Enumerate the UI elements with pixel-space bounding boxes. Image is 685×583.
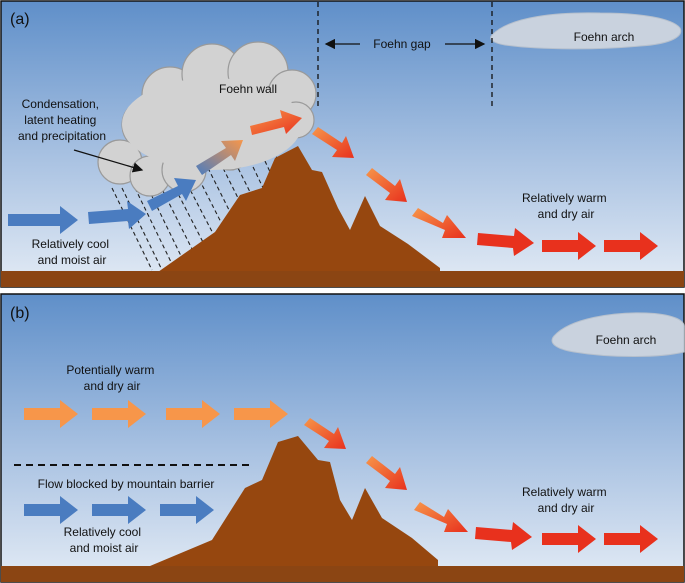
- cool-air-arrow: [8, 206, 78, 234]
- panel-a-tag: (a): [10, 11, 30, 28]
- warming-arrow: [250, 110, 302, 135]
- warm-air-arrow: [542, 232, 596, 260]
- potential-warm-arrow: [92, 400, 146, 428]
- warm-air-arrow: [366, 456, 407, 490]
- foehn-wall-cloud-fill: [122, 78, 302, 170]
- potential-warm-arrow: [234, 400, 288, 428]
- blocked-flow-label: Flow blocked by mountain barrier: [38, 477, 215, 491]
- cool-air-arrow: [147, 178, 196, 211]
- ground-b: [1, 566, 684, 582]
- warm-air-arrow: [475, 522, 532, 550]
- warm-air-arrow: [604, 525, 658, 553]
- warm-air-arrow: [604, 232, 658, 260]
- cool-air-arrow: [88, 201, 146, 229]
- warm-air-arrow: [304, 418, 346, 449]
- foehn-arch-label-a: Foehn arch: [574, 30, 635, 44]
- warm-air-arrow: [412, 208, 466, 238]
- warm-air-label-b: Relatively warm and dry air: [522, 485, 610, 515]
- foehn-wall-label: Foehn wall: [219, 82, 277, 96]
- potential-warm-arrow: [166, 400, 220, 428]
- panel-b: (b) Foehn arch Potentially warm and dry …: [0, 293, 685, 583]
- cool-air-arrow: [92, 496, 146, 524]
- potential-warm-label: Potentially warm and dry air: [66, 363, 157, 393]
- mountain-a: [158, 146, 440, 272]
- foehn-arch-cloud: [490, 12, 682, 50]
- condensation-pointer: [73, 149, 144, 173]
- cool-air-arrow: [24, 496, 78, 524]
- warm-air-arrow: [542, 525, 596, 553]
- cool-air-label-a: Relatively cool and moist air: [32, 237, 113, 267]
- panel-b-tag: (b): [10, 305, 30, 322]
- foehn-arch-label-b: Foehn arch: [596, 333, 657, 347]
- warm-air-label-a: Relatively warm and dry air: [522, 191, 610, 221]
- cool-air-arrow: [160, 496, 214, 524]
- panel-a: (a) Foehn gap Foehn arch Foehn wall Cond…: [0, 0, 685, 288]
- foehn-arch-cloud: [551, 312, 685, 357]
- mountain-b: [150, 436, 438, 566]
- warm-air-arrow: [312, 127, 354, 158]
- warm-air-arrow: [366, 168, 407, 202]
- cool-air-label-b: Relatively cool and moist air: [64, 525, 145, 555]
- condensation-label: Condensation, latent heating and precipi…: [18, 97, 106, 143]
- ground-a: [1, 271, 684, 287]
- potential-warm-arrow: [24, 400, 78, 428]
- transition-arrow: [196, 140, 243, 175]
- warm-air-arrow: [477, 228, 534, 256]
- warm-air-arrow: [414, 502, 468, 532]
- foehn-gap-label: Foehn gap: [373, 37, 431, 51]
